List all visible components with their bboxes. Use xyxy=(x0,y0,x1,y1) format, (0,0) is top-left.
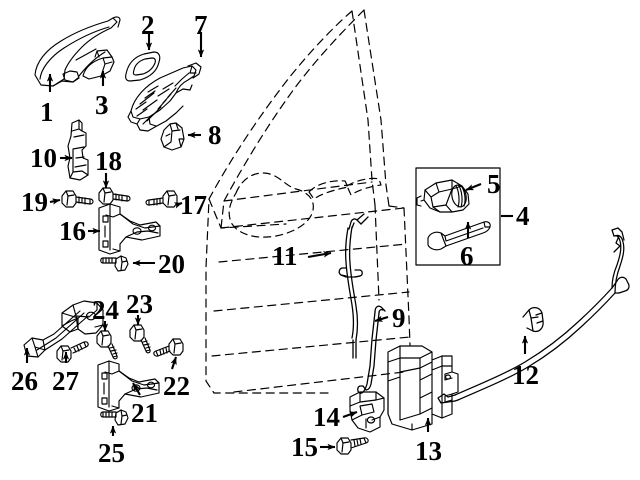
callout-27: 27 xyxy=(52,366,79,396)
part-22-hinge-bolt xyxy=(153,338,184,357)
part-10-lock-striker-guide xyxy=(67,119,89,181)
callout-22: 22 xyxy=(163,371,190,401)
callout-9: 9 xyxy=(392,303,406,333)
part-9-lock-connecting-rod xyxy=(357,305,386,394)
callout-2: 2 xyxy=(141,10,155,40)
callout-19: 19 xyxy=(21,187,48,217)
part-5-lock-cylinder-housing xyxy=(416,179,470,213)
leader-9 xyxy=(374,315,389,323)
part-2-handle-cover-bezel xyxy=(125,51,161,82)
callout-1: 1 xyxy=(40,97,54,127)
callout-3: 3 xyxy=(95,90,109,120)
door-shell-outline xyxy=(205,9,411,394)
callout-14: 14 xyxy=(313,402,340,432)
part-8-handle-retainer-cap xyxy=(160,122,185,151)
part-3-handle-end-cap xyxy=(82,49,115,80)
part-19-hinge-bolt xyxy=(61,190,94,208)
callout-23: 23 xyxy=(126,289,153,319)
callout-25: 25 xyxy=(98,438,125,468)
part-21-lower-door-hinge xyxy=(97,360,160,412)
callout-13: 13 xyxy=(415,436,442,466)
callout-18: 18 xyxy=(95,146,122,176)
part-26-door-check-strap xyxy=(23,300,104,358)
part-14-door-striker xyxy=(349,391,385,433)
leader-11 xyxy=(307,251,332,259)
part-25-hinge-bolt xyxy=(100,409,129,426)
callout-10: 10 xyxy=(30,143,57,173)
callout-20: 20 xyxy=(158,249,185,279)
part-24-hinge-bolt xyxy=(96,330,118,360)
callout-21: 21 xyxy=(131,398,158,428)
part-15-striker-bolt xyxy=(336,437,369,455)
leader-19 xyxy=(49,198,61,205)
callout-17: 17 xyxy=(180,190,207,220)
part-27-check-strap-bolt xyxy=(56,341,89,363)
callout-7: 7 xyxy=(194,10,208,40)
part-18-hinge-bolt xyxy=(98,187,131,205)
part-16-upper-door-hinge xyxy=(98,203,161,255)
leader-14 xyxy=(342,411,358,418)
callout-8: 8 xyxy=(208,120,222,150)
door-inner-trim xyxy=(228,172,382,238)
part-1-outside-door-handle xyxy=(34,16,121,87)
part-17-hinge-bolt xyxy=(145,190,178,208)
callout-24: 24 xyxy=(92,295,119,325)
leader-5 xyxy=(465,183,482,191)
leader-21 xyxy=(132,382,141,396)
leader-lines xyxy=(23,32,529,451)
part-6-lock-rod-clip xyxy=(427,221,491,251)
callout-16: 16 xyxy=(59,216,86,246)
part-13-door-latch-assembly xyxy=(387,345,459,431)
leader-22 xyxy=(170,356,177,370)
part-20-hinge-bolt xyxy=(100,255,129,272)
callout-6: 6 xyxy=(460,241,474,271)
callout-26: 26 xyxy=(11,366,38,396)
callout-12: 12 xyxy=(512,360,539,390)
part-11-lock-knob-rod xyxy=(338,213,369,359)
callout-15: 15 xyxy=(291,432,318,462)
part-12-latch-release-cable xyxy=(437,227,630,404)
callout-4: 4 xyxy=(516,201,530,231)
part-7-handle-carrier-base xyxy=(127,62,202,132)
callout-11: 11 xyxy=(272,241,298,271)
callout-5: 5 xyxy=(487,169,501,199)
part-23-hinge-bolt xyxy=(129,324,151,354)
leader-17 xyxy=(173,202,183,209)
